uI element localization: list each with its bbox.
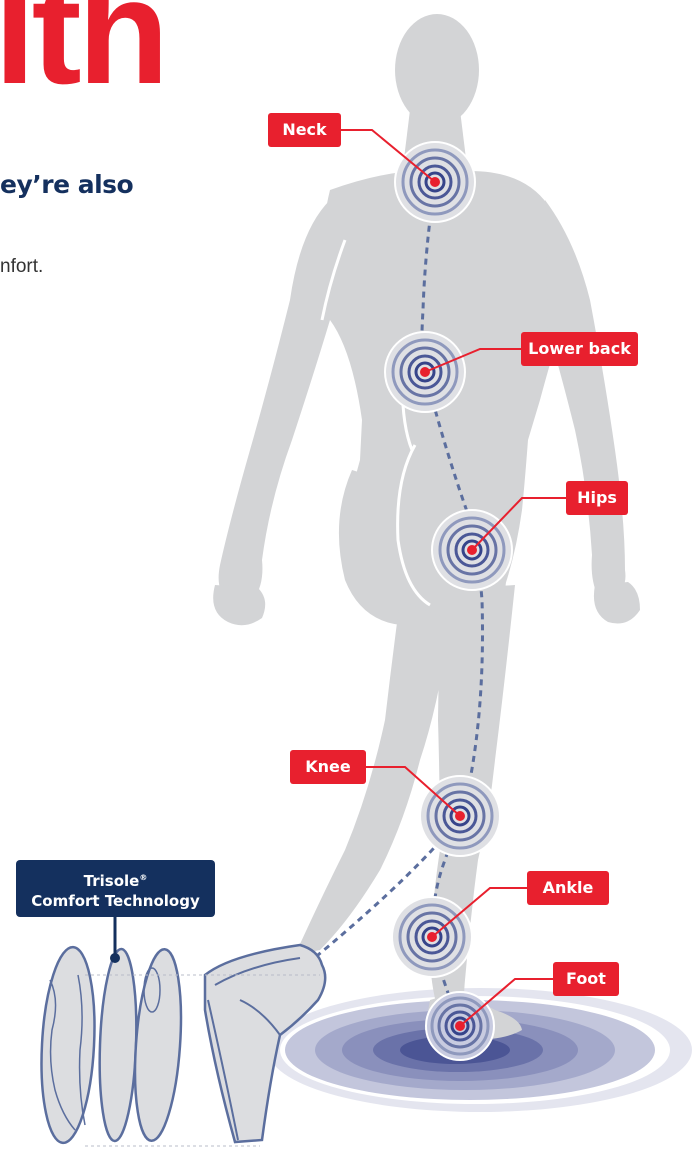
label-hips: Hips xyxy=(566,481,628,515)
label-neck: Neck xyxy=(268,113,341,147)
trisole-title: Trisole xyxy=(84,872,140,890)
trisole-callout: Trisole® Comfort Technology xyxy=(16,860,215,917)
callout-connector-dot xyxy=(110,953,120,963)
trisole-subtitle: Comfort Technology xyxy=(16,891,215,911)
label-foot: Foot xyxy=(553,962,619,996)
label-ankle: Ankle xyxy=(527,871,609,905)
insole-layers xyxy=(37,946,187,1144)
label-knee: Knee xyxy=(290,750,366,784)
label-lower-back: Lower back xyxy=(521,332,638,366)
registered-mark: ® xyxy=(139,873,147,882)
